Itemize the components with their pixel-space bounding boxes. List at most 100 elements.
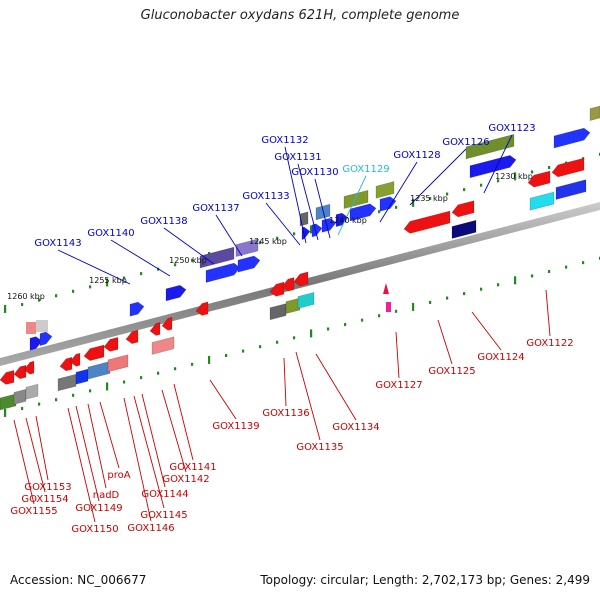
genome-summary-text: Topology: circular; Length: 2,702,173 bp… <box>260 573 590 587</box>
reverse-cog-block <box>451 219 477 239</box>
ruler-tick-lower <box>123 380 126 384</box>
label-leader-lines <box>13 134 551 523</box>
gene-label: nadD <box>93 490 120 501</box>
reverse-cog-block <box>269 303 287 321</box>
forward-cog-block <box>299 211 309 227</box>
gene-label: GOX1155 <box>10 506 57 517</box>
ruler-tick-upper <box>548 166 551 170</box>
ruler-tick-lower <box>497 283 500 287</box>
ruler-tick-lower <box>378 314 381 318</box>
reverse-gene-block <box>281 277 295 292</box>
leader-line <box>295 351 321 441</box>
forward-cog-block <box>465 133 515 160</box>
ruler-tick-lower <box>140 376 143 380</box>
gene-label: GOX1135 <box>296 442 343 453</box>
reverse-gene-block <box>83 344 105 361</box>
ruler-tick-upper <box>89 285 92 289</box>
leader-line <box>110 239 171 277</box>
ruler-tick-upper <box>480 183 483 187</box>
ruler-tick-lower <box>565 265 568 269</box>
reverse-gene-block <box>125 329 139 345</box>
leader-line <box>395 331 400 379</box>
leader-line <box>314 178 331 239</box>
accession-text: Accession: NC_006677 <box>10 573 147 587</box>
gene-label: GOX1137 <box>192 203 239 214</box>
gene-label: GOX1145 <box>140 510 187 521</box>
leader-line <box>123 397 152 522</box>
ruler-tick-lower <box>191 362 194 366</box>
forward-gene-block <box>335 212 349 228</box>
leader-line <box>215 214 243 257</box>
leader-line <box>409 148 467 206</box>
reverse-gene-block <box>0 369 15 385</box>
gene-label: GOX1126 <box>442 137 489 148</box>
ruler-tick-upper <box>276 236 279 240</box>
reverse-gene-block <box>527 170 551 188</box>
leader-line <box>379 161 418 223</box>
ruler-tick-upper <box>38 298 41 302</box>
ruler-tick-upper <box>310 225 313 234</box>
ruler-tick-lower <box>446 296 449 300</box>
ruler-tick-upper <box>72 289 75 293</box>
gene-label: GOX1149 <box>75 503 122 514</box>
leader-line <box>13 419 35 505</box>
reverse-cog-block <box>25 383 39 400</box>
ruler-label: 1250 kbp <box>169 256 207 265</box>
forward-gene-block <box>301 226 311 240</box>
leader-line <box>471 311 502 351</box>
reverse-gene-block <box>103 336 119 352</box>
gene-label: GOX1143 <box>34 238 81 249</box>
leader-line <box>67 407 96 523</box>
gene-label: GOX1154 <box>21 494 68 505</box>
leader-line <box>265 202 301 246</box>
ruler-tick-lower <box>344 323 347 327</box>
ruler-label: 1255 kbp <box>89 276 127 285</box>
ruler-tick-lower <box>463 292 466 296</box>
reverse-cog-block <box>285 297 301 315</box>
leader-line <box>483 134 513 194</box>
ruler-tick-lower <box>310 329 313 338</box>
forward-cog-block <box>199 246 235 269</box>
gene-label: GOX1133 <box>242 191 289 202</box>
reverse-cog-block <box>151 336 175 355</box>
ruler-label: 1240 kbp <box>329 216 367 225</box>
ruler-tick-upper <box>463 188 466 192</box>
gene-label: GOX1131 <box>274 152 321 163</box>
ruler-tick-lower <box>38 402 41 406</box>
ruler-tick-upper <box>123 276 126 280</box>
ruler-tick-upper <box>446 192 449 196</box>
reverse-gene-block <box>195 301 209 316</box>
gene-label: GOX1144 <box>141 489 188 500</box>
leader-line <box>297 163 319 241</box>
gene-label: GOX1124 <box>477 352 524 363</box>
gene-label: GOX1142 <box>162 474 209 485</box>
ruler-tick-lower <box>276 340 279 344</box>
leader-line <box>75 405 100 502</box>
ruler-tick-lower <box>548 270 551 274</box>
ruler-tick-lower <box>208 355 211 364</box>
ruler-tick-lower <box>157 371 160 375</box>
ruler-tick-lower <box>531 274 534 278</box>
gene-label: GOX1127 <box>375 380 422 391</box>
leader-line <box>161 389 187 473</box>
ruler-tick-lower <box>89 389 92 393</box>
gene-label: GOX1139 <box>212 421 259 432</box>
ruler-tick-upper <box>191 258 194 262</box>
ruler-tick-upper <box>412 198 415 207</box>
ruler-tick-lower <box>55 398 58 402</box>
gene-label: GOX1130 <box>291 167 338 178</box>
gene-label: GOX1150 <box>71 524 118 535</box>
ruler-tick-lower <box>242 349 245 353</box>
forward-gene-block <box>29 336 43 351</box>
forward-cog-block <box>26 322 36 334</box>
ruler-tick-lower <box>174 367 177 371</box>
gene-label: GOX1141 <box>169 462 216 473</box>
reverse-gene-block <box>23 360 35 375</box>
marker-bar <box>386 302 391 312</box>
map-title: Gluconobacter oxydans 621H, complete gen… <box>140 8 460 23</box>
forward-cog-block <box>36 320 48 332</box>
leader-line <box>545 289 551 337</box>
